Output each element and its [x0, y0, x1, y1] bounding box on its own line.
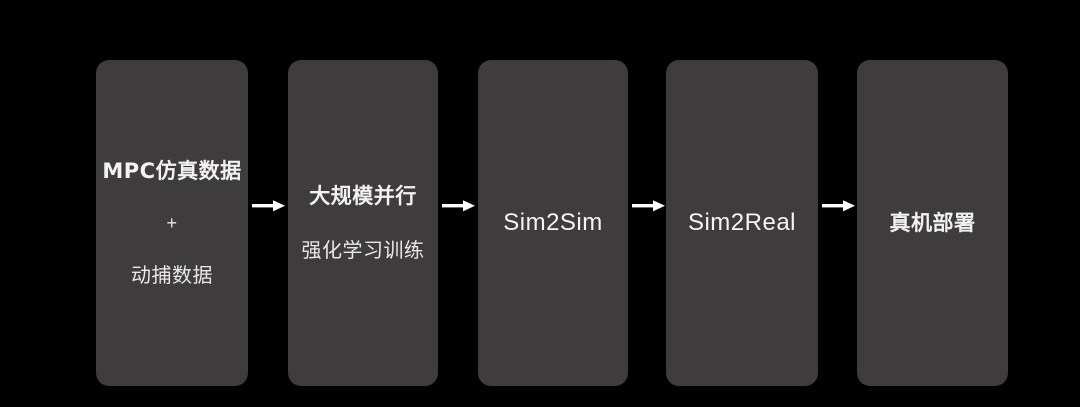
stage-1-line-1: MPC仿真数据	[102, 159, 242, 184]
stage-box-mpc-sim-data[interactable]: MPC仿真数据 + 动捕数据	[96, 60, 248, 386]
arrow-right-icon	[632, 199, 666, 213]
stage-1-plus-separator: +	[166, 213, 178, 234]
stage-box-real-robot-deployment[interactable]: 真机部署	[857, 60, 1008, 386]
arrow-right-icon	[822, 199, 856, 213]
stage-4-label: Sim2Real	[687, 209, 797, 237]
stage-3-label: Sim2Sim	[503, 209, 603, 237]
arrow-right-icon	[252, 199, 286, 213]
stage-1-line-3: 动捕数据	[131, 262, 213, 287]
stage-box-sim2real[interactable]: Sim2Real	[666, 60, 818, 386]
stage-box-parallel-rl-training[interactable]: 大规模并行 强化学习训练	[288, 60, 438, 386]
arrow-right-icon	[442, 199, 476, 213]
stage-5-label: 真机部署	[889, 210, 976, 235]
stage-2-line-2: 强化学习训练	[301, 237, 425, 262]
stage-2-line-1: 大规模并行	[309, 184, 417, 209]
stage-box-sim2sim[interactable]: Sim2Sim	[478, 60, 628, 386]
